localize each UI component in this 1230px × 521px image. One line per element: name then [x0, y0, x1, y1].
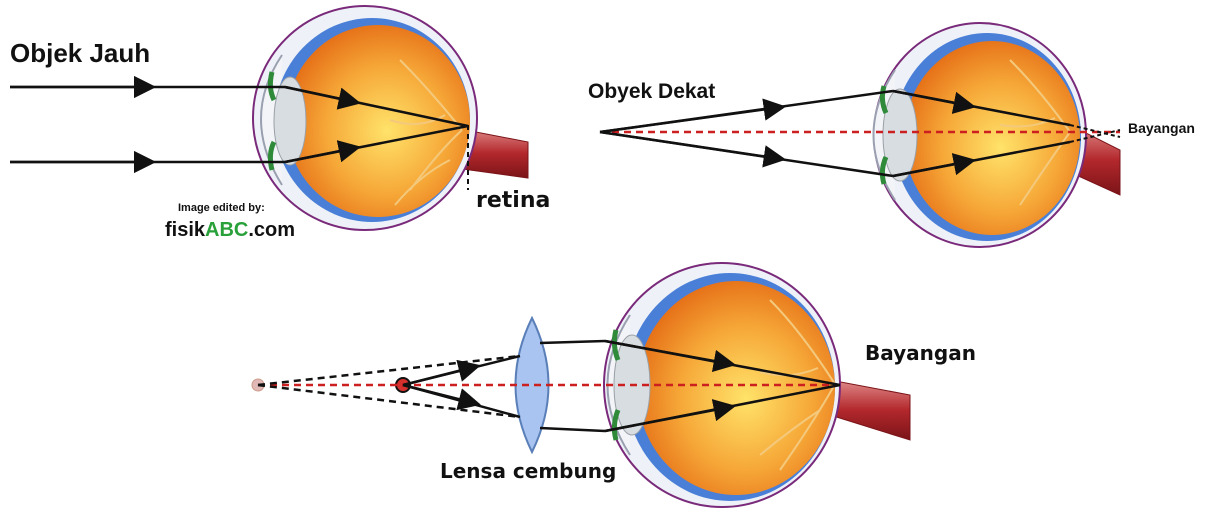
label-image-bottom: Bayangan — [865, 341, 976, 365]
ray-bottom-lens-to-eye — [540, 428, 605, 431]
label-convex-lens: Lensa cembung — [440, 459, 616, 483]
ray-top-lens-to-eye — [540, 341, 605, 343]
vitreous — [904, 41, 1080, 235]
label-image-top: Bayangan — [1128, 120, 1195, 136]
label-near-object: Obyek Dekat — [588, 80, 715, 103]
ray-top-to-lens-arrow — [403, 368, 470, 385]
ray-bottom-arrow — [600, 132, 775, 158]
virtual-ray-top — [258, 356, 520, 385]
optic-nerve — [830, 380, 910, 440]
eye-near-object — [874, 23, 1121, 247]
convex-lens — [516, 318, 549, 452]
label-retina: retina — [476, 188, 550, 213]
ray-top-arrow — [600, 108, 775, 132]
vitreous — [637, 281, 835, 495]
crystalline-lens — [883, 89, 917, 181]
watermark-brand: fisikABC.com — [165, 219, 295, 241]
ray-bottom-to-lens-arrow — [403, 385, 470, 402]
virtual-ray-bottom — [258, 385, 520, 417]
label-far-object: Objek Jauh — [10, 38, 150, 68]
watermark-caption: Image edited by: — [178, 202, 265, 214]
